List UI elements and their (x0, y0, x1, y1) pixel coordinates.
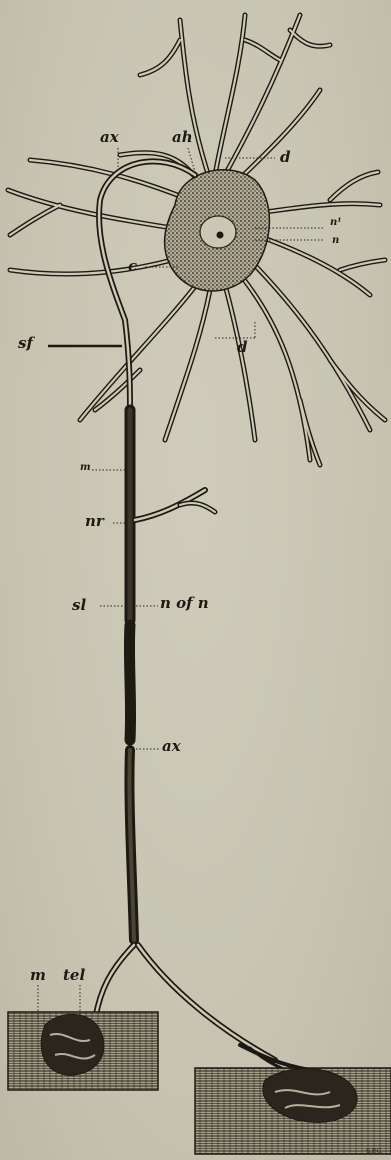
label-dendrite-lower: d (237, 340, 248, 355)
nucleus (200, 216, 236, 248)
label-dendrite-top: d (280, 150, 291, 165)
label-nucleolus: n¹ (330, 218, 342, 228)
label-axon-hillock: ah (172, 130, 193, 145)
label-axon-top: ax (100, 130, 119, 145)
label-myelin: m (80, 463, 91, 473)
label-telodendria: tel (63, 968, 85, 983)
label-nucleus: n (332, 236, 339, 246)
engraver-signature: S.P.C. (366, 1149, 383, 1155)
label-cytoplasm: c (128, 259, 137, 274)
label-muscle: m (30, 968, 46, 983)
muscle-fiber-left (8, 1012, 158, 1090)
label-sf: sf (18, 336, 33, 351)
cell-body (165, 170, 270, 291)
muscle-fiber-right (195, 1068, 391, 1154)
label-axon-mid: ax (162, 739, 181, 754)
nucleolus (217, 232, 224, 239)
motor-end-plate-left (41, 1014, 104, 1075)
label-node-of-ranvier: nr (85, 514, 104, 529)
axon (95, 161, 330, 1080)
label-sheath-of-schwann: sl (72, 598, 86, 613)
label-nucleus-of-neurilemma: n of n (160, 596, 209, 611)
